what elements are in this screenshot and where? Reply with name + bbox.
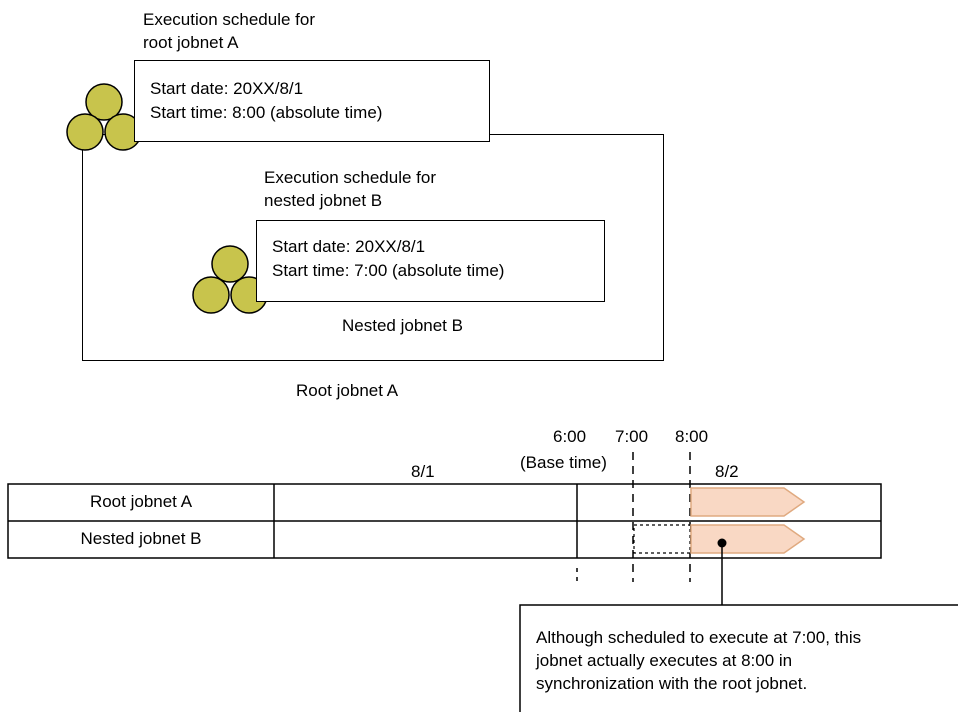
date-label-8-1: 8/1 [411, 462, 435, 481]
nested-start-date: Start date: 20XX/8/1 [272, 237, 426, 256]
callout-note: Although scheduled to execute at 7:00, t… [536, 626, 861, 695]
nested-jobnet-label: Nested jobnet B [342, 316, 463, 335]
root-jobnet-label: Root jobnet A [296, 381, 399, 400]
callout-note-line2: jobnet actually executes at 8:00 in [536, 651, 793, 670]
root-execution-arrow [690, 487, 806, 517]
nested-execution-arrow [690, 524, 806, 554]
callout-note-line1: Although scheduled to execute at 7:00, t… [536, 628, 862, 647]
nested-scheduled-slot [633, 524, 691, 554]
root-schedule-box: Start date: 20XX/8/1 Start time: 8:00 (a… [134, 60, 490, 142]
nested-schedule-caption: Execution schedule for nested jobnet B [264, 166, 436, 212]
row-label-root: Root jobnet A [89, 492, 193, 511]
root-schedule-caption-line2: root jobnet A [143, 33, 239, 52]
base-time-label: (Base time) [520, 453, 607, 472]
nested-jobnet-icon [192, 245, 268, 314]
nested-schedule-caption-line2: nested jobnet B [264, 191, 383, 210]
callout-note-line3: synchronization with the root jobnet. [536, 674, 808, 693]
root-schedule-caption: Execution schedule for root jobnet A [143, 8, 315, 54]
time-label-6: 6:00 [553, 427, 587, 446]
time-label-8: 8:00 [675, 427, 709, 446]
time-label-7: 7:00 [615, 427, 649, 446]
date-label-8-2: 8/2 [715, 462, 739, 481]
callout-box-outline [519, 604, 958, 712]
root-start-date: Start date: 20XX/8/1 [150, 79, 304, 98]
root-schedule-caption-line1: Execution schedule for [143, 10, 315, 29]
root-start-time: Start time: 8:00 (absolute time) [150, 103, 383, 122]
nested-schedule-box: Start date: 20XX/8/1 Start time: 7:00 (a… [256, 220, 605, 302]
nested-schedule-caption-line1: Execution schedule for [264, 168, 436, 187]
row-label-nested: Nested jobnet B [80, 529, 202, 548]
nested-start-time: Start time: 7:00 (absolute time) [272, 261, 505, 280]
